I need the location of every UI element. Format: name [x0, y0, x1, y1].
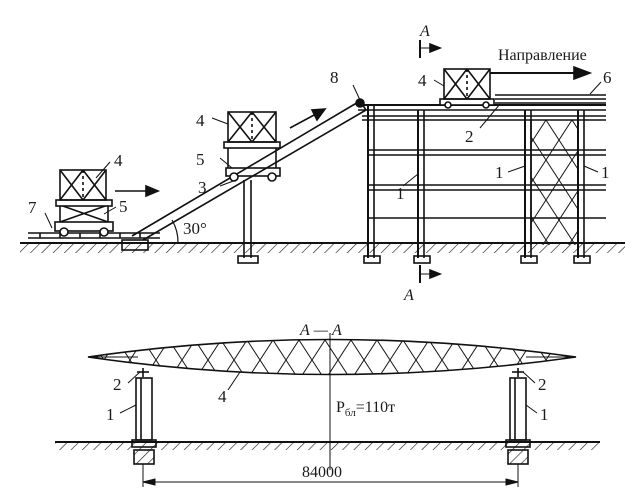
part-2-label-right: 2	[538, 375, 547, 394]
part-2-label-top: 2	[465, 127, 474, 146]
leader-lines-top	[44, 79, 602, 229]
part-5-label-mid: 5	[196, 150, 205, 169]
right-support	[505, 368, 531, 465]
section-cut-marker-top	[419, 40, 443, 58]
part-4-label-left: 4	[114, 151, 123, 170]
truss-span	[87, 338, 577, 376]
top-view	[20, 40, 625, 283]
left-cart-assembly	[54, 169, 114, 237]
part-1-label-a: 1	[396, 184, 405, 203]
load-label: Рбл=110т	[336, 399, 395, 419]
part-4-label-mid: 4	[196, 111, 205, 130]
part-3-label: 3	[198, 178, 207, 197]
motion-arrow-ramp	[289, 108, 327, 129]
part-2-label-left: 2	[113, 375, 122, 394]
ground-hatch	[20, 244, 625, 253]
angle-label: 30°	[183, 219, 207, 238]
part-5-label-left: 5	[119, 197, 128, 216]
middle-cart-assembly	[223, 111, 281, 264]
section-cut-marker-bottom	[419, 265, 443, 283]
part-1-label-c: 1	[601, 163, 610, 182]
part-8-label: 8	[330, 68, 339, 87]
section-view	[55, 333, 600, 487]
part-1-label-left: 1	[106, 405, 115, 424]
scaffold-frame	[358, 94, 606, 264]
section-marker-top-label: А	[419, 23, 430, 40]
leader-lines-section	[119, 371, 538, 414]
direction-arrow	[490, 65, 593, 81]
top-block-assembly	[439, 68, 495, 109]
span-dimension	[142, 464, 519, 487]
part-4-label-top: 4	[418, 71, 427, 90]
angle-arc	[171, 219, 179, 244]
left-support	[131, 368, 157, 465]
rail-track	[28, 232, 160, 239]
part-6-label: 6	[603, 68, 612, 87]
span-label: 84000	[302, 464, 342, 481]
direction-label: Направление	[498, 47, 587, 64]
labels-top: Направление 30° А А 7 4 5 4 5 3 8 4 6 2 …	[28, 23, 612, 304]
labels-section: А — А Рбл=110т 84000 2 2 1 1 4	[106, 322, 549, 481]
section-title: А — А	[299, 322, 342, 339]
part-4-label-section: 4	[218, 387, 227, 406]
part-7-label: 7	[28, 198, 37, 217]
motion-arrow-left	[115, 184, 161, 198]
part-1-label-b: 1	[495, 163, 504, 182]
part-1-label-right: 1	[540, 405, 549, 424]
section-marker-bottom-label: А	[403, 287, 414, 304]
